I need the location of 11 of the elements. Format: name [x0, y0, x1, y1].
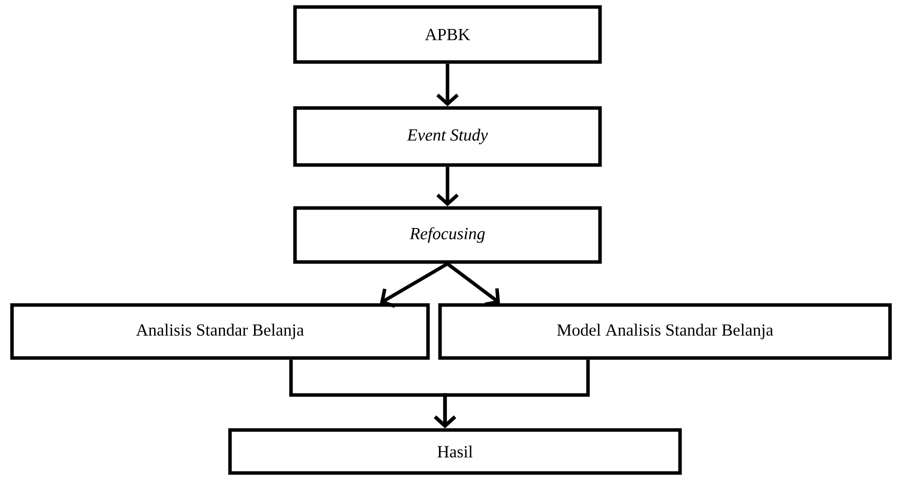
arrow: [380, 262, 448, 308]
process-box: Analisis Standar Belanja: [10, 303, 430, 360]
arrow: [436, 166, 459, 206]
process-box: Model Analisis Standar Belanja: [438, 303, 892, 360]
process-box: Hasil: [228, 428, 682, 475]
process-box: Event Study: [293, 106, 602, 167]
arrow: [434, 360, 590, 428]
arrow: [436, 64, 459, 106]
process-box: APBK: [293, 5, 602, 64]
arrow: [446, 262, 500, 306]
process-box: Refocusing: [293, 206, 602, 264]
